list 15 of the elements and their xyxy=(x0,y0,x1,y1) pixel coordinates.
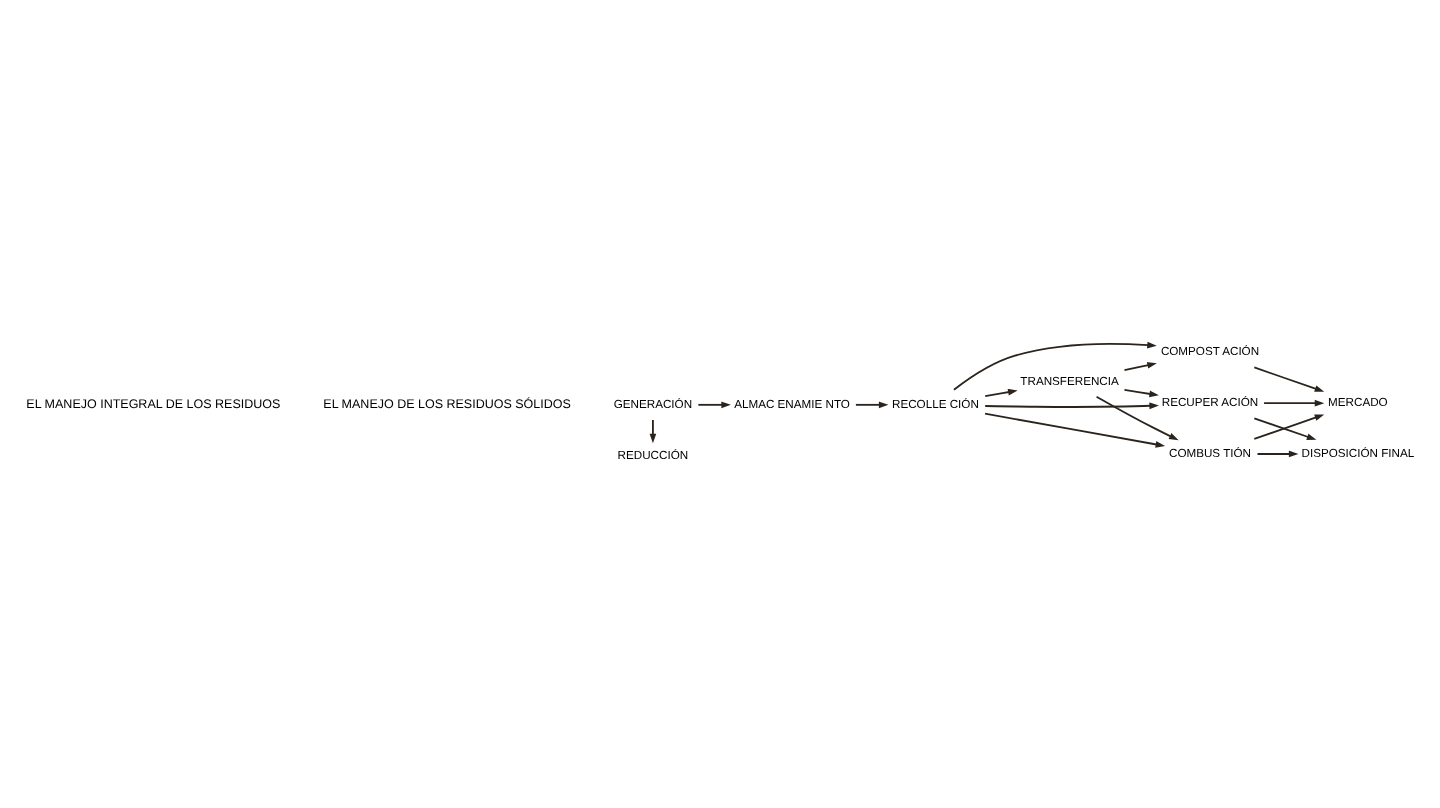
arrow xyxy=(984,388,1018,398)
arrow xyxy=(1123,362,1157,372)
arrow xyxy=(984,412,1166,448)
arrow xyxy=(1123,389,1159,398)
arrow xyxy=(649,419,657,444)
arrow xyxy=(1253,414,1325,440)
arrow xyxy=(854,401,889,409)
arrow xyxy=(1253,366,1325,392)
arrow xyxy=(953,341,1157,391)
arrow xyxy=(984,402,1159,410)
arrow xyxy=(1263,399,1325,407)
arrow xyxy=(697,401,731,409)
arrow xyxy=(1095,395,1179,441)
arrow xyxy=(1256,450,1299,458)
arrow xyxy=(1253,417,1317,440)
